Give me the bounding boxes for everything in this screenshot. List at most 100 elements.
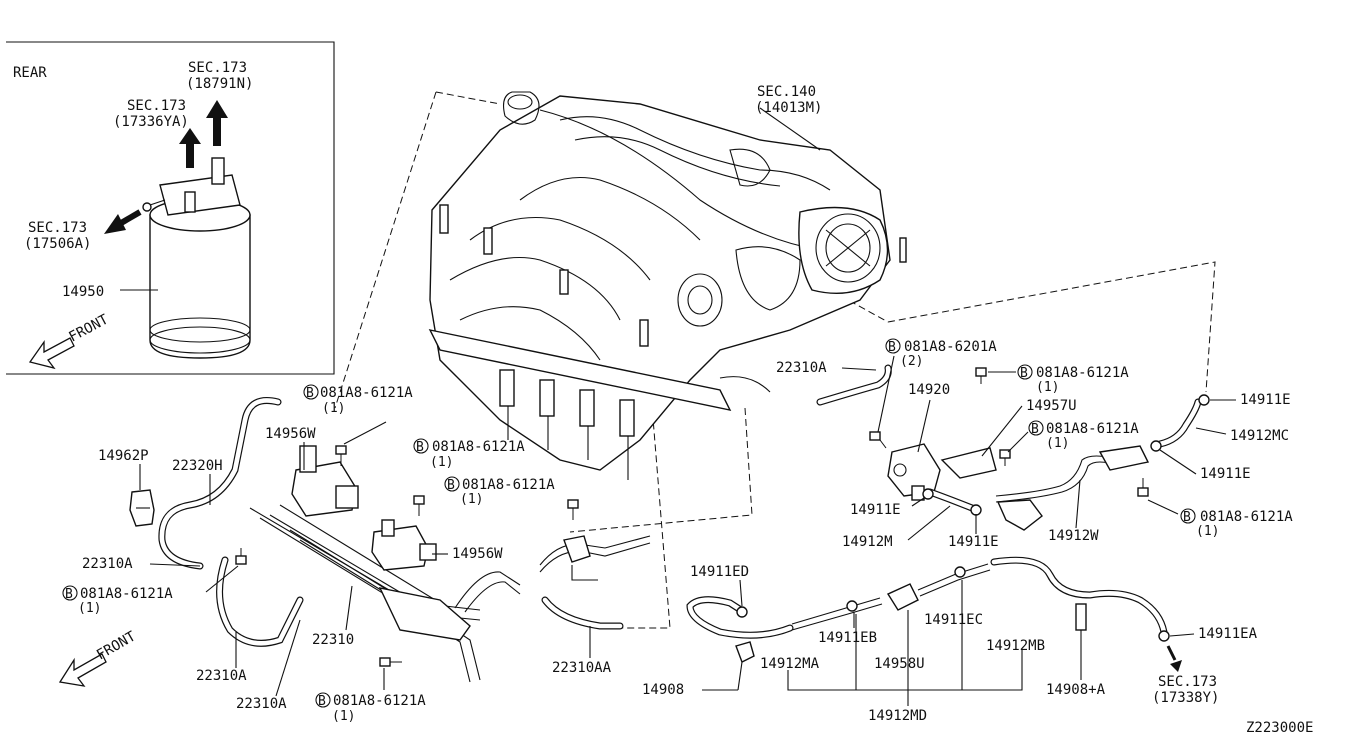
svg-text:081A8-6121A: 081A8-6121A (462, 477, 555, 493)
svg-text:081A8-6121A: 081A8-6121A (1046, 421, 1139, 437)
svg-text:(1): (1) (78, 601, 101, 616)
drawing-code: Z223000E (1246, 720, 1313, 736)
sec-173-title: SEC.173 (1158, 674, 1217, 690)
svg-text:(1): (1) (1046, 436, 1069, 451)
svg-text:081A8-6121A: 081A8-6121A (333, 693, 426, 709)
lower-hose-assembly[interactable] (686, 556, 1170, 706)
svg-text:(1): (1) (430, 455, 453, 470)
bolt-callout: B 081A8-6121A (1) (315, 668, 426, 724)
label-22310AA: 22310AA (552, 660, 612, 676)
arrow-down-icon (1166, 645, 1182, 672)
label-14958U: 14958U (874, 656, 925, 672)
label-14911EC: 14911EC (924, 612, 983, 628)
label-14912MD: 14912MD (868, 708, 927, 724)
label-14908-plus-a: 14908+A (1046, 682, 1106, 698)
main-front-label: FRONT (94, 628, 139, 663)
sec-140-code: (14013M) (755, 100, 822, 116)
label-22310A-bottom: 22310A (196, 668, 247, 684)
arrow-up-icon (179, 128, 201, 168)
svg-text:B: B (1183, 510, 1191, 525)
svg-text:(1): (1) (460, 492, 483, 507)
label-14956W-upper: 14956W (265, 426, 316, 442)
label-14912MA: 14912MA (760, 656, 820, 672)
front-arrow-icon (28, 337, 75, 370)
sec-173-code: (17338Y) (1152, 690, 1219, 706)
svg-text:(1): (1) (1196, 524, 1219, 539)
label-14908: 14908 (642, 682, 684, 698)
bolt-icon (379, 657, 402, 667)
label-14912M: 14912M (842, 534, 893, 550)
label-22310: 22310 (312, 632, 354, 648)
svg-text:081A8-6121A: 081A8-6121A (432, 439, 525, 455)
label-22320H: 22320H (172, 458, 223, 474)
bolt-callout: B 081A8-6121A (1) (62, 565, 239, 616)
svg-text:B: B (306, 386, 314, 401)
inset-sec-17336ya-title: SEC.173 (127, 98, 186, 114)
arrow-up-icon (206, 100, 228, 146)
label-14957U: 14957U (1026, 398, 1077, 414)
svg-text:081A8-6121A: 081A8-6121A (1200, 509, 1293, 525)
label-14912W: 14912W (1048, 528, 1099, 544)
front-arrow-icon (58, 653, 107, 687)
bolt-callout: B 081A8-6121A (1) (1007, 420, 1139, 453)
svg-text:(1): (1) (1036, 380, 1059, 395)
right-valve-assembly[interactable] (887, 394, 1210, 531)
canister-part-number: 14950 (62, 284, 104, 300)
bolt-callout: B 081A8-6201A (2) (877, 338, 997, 433)
svg-text:081A8-6121A: 081A8-6121A (320, 385, 413, 401)
canister-inset: REAR 14950 SEC.173 (18791 (6, 41, 335, 375)
arrow-left-icon (104, 209, 142, 234)
bolt-callout: B 081A8-6121A (1) (303, 384, 413, 445)
svg-text:B: B (65, 587, 73, 602)
left-hose-assembly[interactable] (129, 397, 521, 683)
inset-rear-label: REAR (13, 65, 47, 81)
label-22310A-mid: 22310A (776, 360, 827, 376)
bolt-icon (413, 495, 425, 516)
svg-text:(1): (1) (322, 401, 345, 416)
svg-text:B: B (416, 440, 424, 455)
bolt-icon (975, 367, 987, 384)
label-14911EB: 14911EB (818, 630, 877, 646)
bolt-callout: B 081A8-6121A (1) (988, 364, 1129, 395)
label-14911E-top: 14911E (1240, 392, 1291, 408)
label-14911E-low: 14911E (948, 534, 999, 550)
inset-sec-17336ya-code: (17336YA) (113, 114, 189, 130)
svg-text:B: B (888, 340, 896, 355)
intake-manifold (334, 91, 1216, 629)
label-14912MB: 14912MB (986, 638, 1045, 654)
svg-text:081A8-6121A: 081A8-6121A (80, 586, 173, 602)
svg-text:B: B (447, 478, 455, 493)
sec-140-title: SEC.140 (757, 84, 816, 100)
bolt-callout: B 081A8-6121A (1) (1147, 499, 1293, 539)
canister-14950[interactable] (142, 157, 251, 359)
label-14911EA: 14911EA (1198, 626, 1258, 642)
label-22310A-left: 22310A (82, 556, 133, 572)
label-14956W-lower: 14956W (452, 546, 503, 562)
label-22310A-bottom2: 22310A (236, 696, 287, 712)
svg-text:B: B (1020, 366, 1028, 381)
svg-text:B: B (318, 694, 326, 709)
label-14911E-right: 14911E (1200, 466, 1251, 482)
svg-text:B: B (1031, 422, 1039, 437)
bolt-callout: B 081A8-6121A (1) (413, 438, 525, 470)
label-14911E-mid: 14911E (850, 502, 901, 518)
label-14962P: 14962P (98, 448, 149, 464)
bolt-icon (1137, 478, 1149, 497)
inset-sec-17506a-title: SEC.173 (28, 220, 87, 236)
bolt-icon (567, 499, 579, 520)
bolt-icon (335, 445, 347, 466)
inset-sec-18791n-title: SEC.173 (188, 60, 247, 76)
hose-22310A-mid[interactable] (816, 364, 892, 406)
inset-sec-17506a-code: (17506A) (24, 236, 91, 252)
bolt-icon (235, 548, 247, 565)
bolt-icon (999, 449, 1011, 466)
hose-22310AA[interactable] (539, 535, 651, 630)
bolt-icon (869, 431, 887, 449)
label-14920: 14920 (908, 382, 950, 398)
bolt-callout: B 081A8-6121A (1) (444, 476, 555, 507)
label-14911ED: 14911ED (690, 564, 749, 580)
svg-text:(1): (1) (332, 709, 355, 724)
label-14912MC: 14912MC (1230, 428, 1289, 444)
svg-text:(2): (2) (900, 354, 923, 369)
